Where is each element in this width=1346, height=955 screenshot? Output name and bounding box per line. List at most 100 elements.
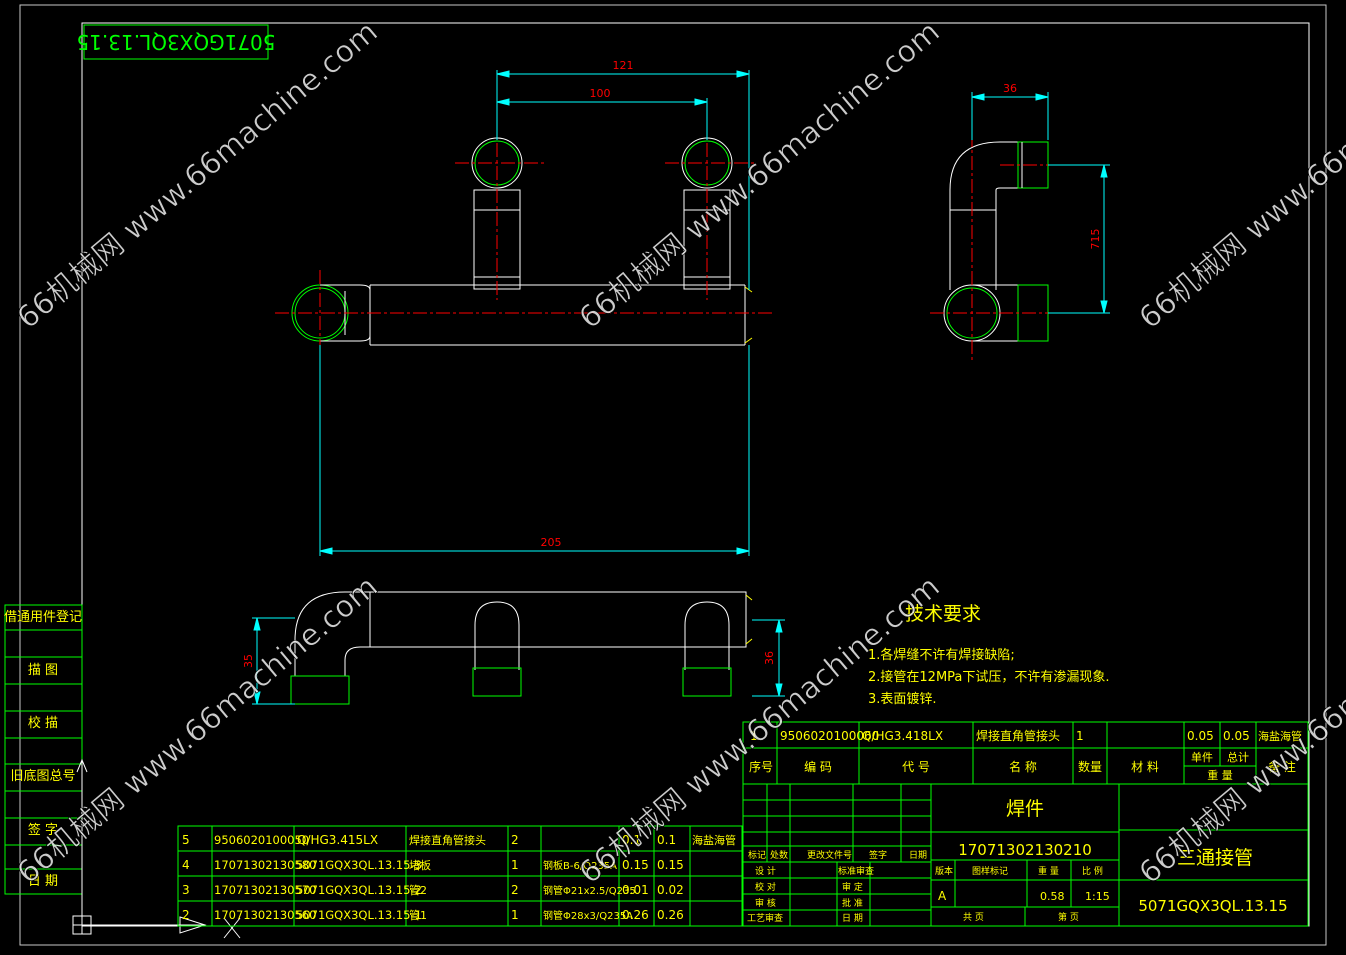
bom-row-name: 管1: [409, 908, 427, 922]
side-view: [930, 110, 1060, 360]
bom-row-4: 4 17071302130580 5071GQX3QL.13.15-3 堵板 1…: [182, 858, 684, 872]
dim-205: 205: [541, 536, 562, 549]
mirrored-drawing-id: 5071GQX3QL.13.15: [76, 30, 275, 54]
bom-row-w1: 0.15: [622, 858, 649, 872]
bom-row-w2: 0.15: [657, 858, 684, 872]
bom-row-code: 17071302130580: [214, 858, 316, 872]
tb-role-ratify: 批 准: [842, 897, 863, 909]
bom-row-std: 5071GQX3QL.13.15-2: [296, 883, 422, 897]
bom-header-std: 代 号: [902, 760, 930, 774]
margin-label-1: 借通用件登记: [4, 610, 82, 625]
bom-row-name: 焊接直角管接头: [409, 833, 486, 847]
bom-lower-text: 5 9506020100050 Q/HG3.415LX 焊接直角管接头 2 0.…: [182, 833, 736, 922]
dim-36-top: 36: [1003, 82, 1017, 95]
bom-header-qty: 数量: [1078, 759, 1102, 774]
bom-row-material: 钢板B-6/Q235A: [543, 859, 617, 872]
bom-row-material: 钢管Φ21x2.5/Q235: [543, 884, 636, 897]
tb-part-code: 17071302130210: [958, 841, 1092, 859]
dim-715: 715: [1089, 229, 1102, 250]
tb-weight: 0.58: [1040, 890, 1065, 903]
bom-row-name: 管2: [409, 883, 427, 897]
bom-header-code: 编 码: [804, 759, 832, 774]
bom-row-std: Q/HG3.415LX: [297, 833, 378, 847]
tech-req-3: 3.表面镀锌.: [868, 691, 937, 707]
bom-row-note: 海盐海管: [692, 833, 736, 847]
bom1-name: 焊接直角管接头: [976, 728, 1060, 743]
bom-row-qty: 1: [511, 858, 519, 872]
left-margin-strip: 借通用件登记 描 图 校 描 旧底图总号 签 字 日 期: [4, 604, 83, 895]
title-block-text: 标记 处数 更改文件号 签字 日期 设 计 校 对 审 核 工艺审查 标准审查 …: [747, 798, 1288, 924]
dim-100: 100: [590, 87, 611, 100]
bom-row-code: 9506020100050: [214, 833, 309, 847]
bom-row-std: 5071GQX3QL.13.15-3: [296, 858, 422, 872]
tb-sheet-no: 第 页: [1058, 911, 1079, 923]
bom1-w1: 0.05: [1187, 729, 1214, 743]
bom-row-3: 3 17071302130570 5071GQX3QL.13.15-2 管2 2…: [182, 883, 684, 897]
bom-row-w1: 0.01: [622, 883, 649, 897]
tb-role-approve: 审 定: [842, 881, 863, 893]
tb-date: 日期: [909, 850, 927, 861]
tb-role-standard: 标准审查: [838, 865, 874, 877]
bom-row-w1: 0.26: [622, 908, 649, 922]
tech-requirements: 技术要求 1.各焊缝不许有焊接缺陷; 2.接管在12MPa下试压，不许有渗漏现象…: [868, 603, 1110, 707]
tb-part-name: 三通接管: [1177, 847, 1253, 869]
bom1-std: Q/HG3.418LX: [862, 729, 943, 743]
bom-header-seq: 序号: [749, 759, 773, 774]
bom-row-seq: 5: [182, 833, 190, 847]
bom-row-name: 堵板: [409, 858, 431, 872]
bom1-code: 9506020100060: [780, 729, 879, 743]
bom-header-name: 名 称: [1009, 759, 1037, 774]
tb-stage-version: 版本: [935, 865, 953, 877]
bom-row-seq: 2: [182, 908, 190, 922]
bom-header-weight: 重 量: [1207, 768, 1233, 782]
bom-header-total-weight: 总计: [1227, 750, 1249, 764]
tech-req-1: 1.各焊缝不许有焊接缺陷;: [868, 647, 1015, 663]
tb-sign: 签字: [869, 849, 887, 861]
bom-row-seq: 3: [182, 883, 190, 897]
bom-row-qty: 1: [511, 908, 519, 922]
margin-label-4: 旧底图总号: [10, 768, 75, 784]
bom-row-qty: 2: [511, 883, 519, 897]
bottom-view: [290, 591, 753, 705]
bom1-note: 海盐海管: [1258, 729, 1302, 743]
tb-mark: 标记: [748, 849, 766, 861]
margin-label-3: 校 描: [28, 715, 58, 731]
dim-35: 35: [242, 654, 255, 668]
tb-role-process: 工艺审查: [747, 912, 783, 924]
tb-role-check: 校 对: [755, 881, 776, 893]
bom-row-qty: 2: [511, 833, 519, 847]
bom-header-unit-weight: 单件: [1191, 751, 1213, 764]
tb-role-review: 审 核: [755, 897, 776, 909]
bom-row-w2: 0.1: [657, 833, 676, 847]
bom-row-std: 5071GQX3QL.13.15-1: [296, 908, 422, 922]
bom-row-w1: 0.1: [622, 833, 641, 847]
bom-header-note: 备 注: [1268, 759, 1296, 774]
bom-row-code: 17071302130570: [214, 883, 316, 897]
bom-row-2: 2 17071302130560 5071GQX3QL.13.15-1 管1 1…: [182, 908, 684, 922]
margin-label-5: 签 字: [28, 822, 58, 838]
bom-lower: [177, 825, 743, 927]
margin-label-6: 日 期: [28, 874, 58, 889]
bom-row-material: 钢管Φ28x3/Q235A: [543, 909, 633, 922]
front-view: [275, 120, 775, 360]
tech-req-title: 技术要求: [905, 603, 981, 625]
tb-role-date: 日 期: [842, 913, 863, 924]
bom-row-w2: 0.26: [657, 908, 684, 922]
tb-stage-scale: 比 例: [1082, 865, 1103, 877]
bom-row-w2: 0.02: [657, 883, 684, 897]
watermark-1: 66机械网 www.66machine.com: [11, 14, 385, 336]
tb-stage-weight: 重 量: [1038, 865, 1059, 877]
ucs-icon: [72, 758, 241, 939]
dimensions: 121 100 36 715 205 35 36: [242, 59, 1110, 705]
bom1-qty: 1: [1076, 729, 1084, 743]
tb-drawing-no: 5071GQX3QL.13.15: [1138, 897, 1287, 915]
bom-row-code: 17071302130560: [214, 908, 316, 922]
bom-row-seq: 4: [182, 858, 190, 872]
tb-stage-mark: 图样标记: [972, 865, 1008, 877]
tb-scale: 1:15: [1085, 890, 1110, 903]
mirrored-drawing-id-box: 5071GQX3QL.13.15: [76, 24, 276, 60]
tb-change-doc: 更改文件号: [807, 849, 852, 861]
tech-req-2: 2.接管在12MPa下试压，不许有渗漏现象.: [868, 669, 1110, 685]
bom1-seq: 1: [750, 729, 758, 743]
